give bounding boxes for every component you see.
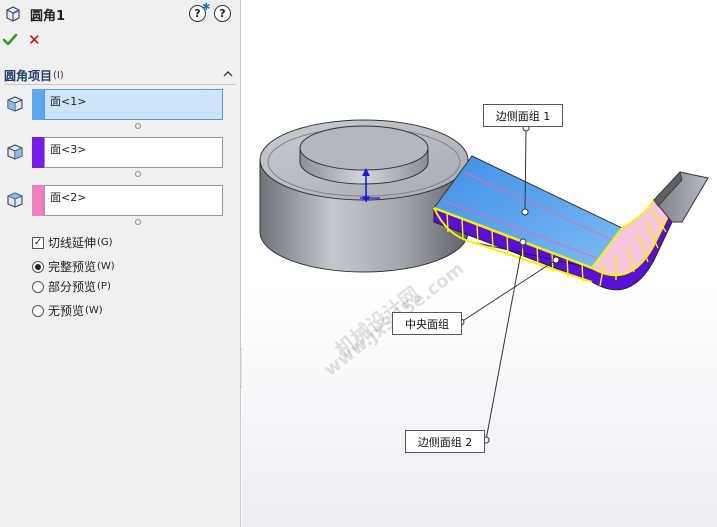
- callout-side-group-2[interactable]: 边侧面组 2: [405, 430, 485, 453]
- help-button[interactable]: ?: [214, 5, 231, 22]
- cancel-x-button[interactable]: ✕: [28, 31, 41, 49]
- tangent-propagation-shortcut: (G): [97, 237, 113, 248]
- callout-side-group-1[interactable]: 边侧面组 1: [483, 104, 563, 127]
- face-set-3-color: [32, 137, 44, 168]
- radio-selected-icon[interactable]: [32, 260, 44, 273]
- whats-new-help-button[interactable]: ?: [189, 5, 206, 22]
- graphics-viewport[interactable]: ✱ 机械设计网 www.jx365e.com 边侧面组 1 中央面组 边侧面组 …: [242, 0, 717, 527]
- group-title: 圆角项目: [4, 68, 53, 83]
- cylinder-boss[interactable]: [299, 125, 429, 185]
- face-set-1-row: 面<1>: [6, 89, 224, 129]
- page-title: 圆角1: [30, 8, 66, 24]
- origin-triad-icon: ✱: [360, 168, 380, 205]
- partial-preview-shortcut: (P): [97, 281, 111, 292]
- face-set-2-row: 面<2>: [6, 185, 224, 225]
- tangent-propagation-label: 切线延伸: [48, 236, 97, 250]
- face-selection-icon: [7, 144, 23, 160]
- fillet-property-manager: 圆角1 ? ✱ ? ✕ 圆角项目 (I) 面<1> 面<3>: [0, 0, 241, 527]
- list-resize-handle[interactable]: [135, 219, 141, 225]
- radio-unselected-icon[interactable]: [32, 280, 44, 293]
- divider: [4, 84, 236, 85]
- face-selection-icon: [7, 96, 23, 112]
- svg-text:✱: ✱: [362, 194, 370, 205]
- no-preview-label: 无预览: [48, 304, 85, 318]
- list-resize-handle[interactable]: [135, 171, 141, 177]
- fillet-items-group-header[interactable]: 圆角项目 (I): [4, 67, 236, 83]
- fillet-preview[interactable]: [433, 198, 674, 287]
- no-preview-radio[interactable]: 无预览 (W): [32, 302, 103, 319]
- callout-center-group[interactable]: 中央面组: [392, 312, 462, 335]
- title-bar: 圆角1 ? ✱ ?: [4, 2, 238, 24]
- checkbox-checked-icon[interactable]: ✓: [32, 236, 44, 249]
- face-set-2-list[interactable]: 面<2>: [44, 185, 223, 216]
- partial-preview-radio[interactable]: 部分预览 (P): [32, 278, 111, 295]
- face-set-3-list[interactable]: 面<3>: [44, 137, 223, 168]
- face-set-1-color: [32, 89, 44, 120]
- full-preview-radio[interactable]: 完整预览 (W): [32, 258, 115, 275]
- model-view[interactable]: ✱: [242, 0, 717, 527]
- face-selection-icon: [7, 192, 23, 208]
- chevron-up-icon[interactable]: [222, 68, 234, 80]
- full-preview-shortcut: (W): [97, 261, 115, 272]
- ok-checkmark-button[interactable]: [2, 32, 18, 48]
- face-set-1-list[interactable]: 面<1>: [44, 89, 223, 120]
- group-shortcut: (I): [53, 69, 64, 81]
- full-preview-label: 完整预览: [48, 260, 97, 274]
- radio-unselected-icon[interactable]: [32, 304, 44, 317]
- tangent-propagation-checkbox[interactable]: ✓ 切线延伸 (G): [32, 234, 113, 251]
- callout-leaders: [460, 127, 557, 441]
- partial-preview-label: 部分预览: [48, 280, 97, 294]
- no-preview-shortcut: (W): [85, 305, 103, 316]
- star-icon: ✱: [202, 2, 211, 13]
- face-set-2-color: [32, 185, 44, 216]
- fillet-feature-icon: [6, 6, 20, 22]
- upright-tab[interactable]: [653, 171, 709, 223]
- face-set-3-row: 面<3>: [6, 137, 224, 177]
- list-resize-handle[interactable]: [135, 123, 141, 129]
